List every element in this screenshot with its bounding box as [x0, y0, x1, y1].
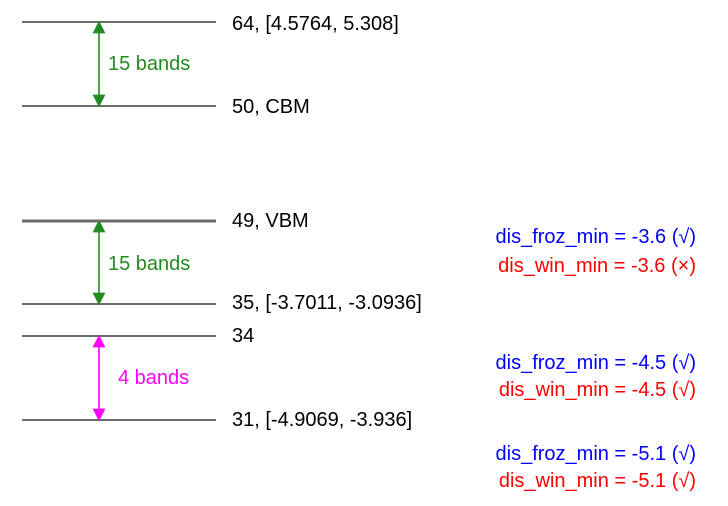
setting-2-win: dis_win_min = -4.5 (√) — [499, 379, 696, 401]
setting-3-win: dis_win_min = -5.1 (√) — [499, 470, 696, 492]
span-label-middle: 15 bands — [108, 253, 190, 275]
setting-1-froz: dis_froz_min = -3.6 (√) — [496, 226, 697, 248]
band-level-50-label: 50, CBM — [232, 96, 310, 118]
setting-2-froz: dis_froz_min = -4.5 (√) — [496, 352, 697, 374]
band-level-49-label: 49, VBM — [232, 210, 309, 232]
band-level-64-label: 64, [4.5764, 5.308] — [232, 13, 399, 35]
span-label-upper: 15 bands — [108, 53, 190, 75]
setting-1-win: dis_win_min = -3.6 (×) — [498, 255, 696, 277]
span-label-lower: 4 bands — [118, 367, 189, 389]
setting-3-froz: dis_froz_min = -5.1 (√) — [496, 443, 697, 465]
band-level-35-label: 35, [-3.7011, -3.0936] — [232, 292, 422, 314]
band-level-31-label: 31, [-4.9069, -3.936] — [232, 409, 412, 431]
band-level-34-label: 34 — [232, 325, 254, 347]
